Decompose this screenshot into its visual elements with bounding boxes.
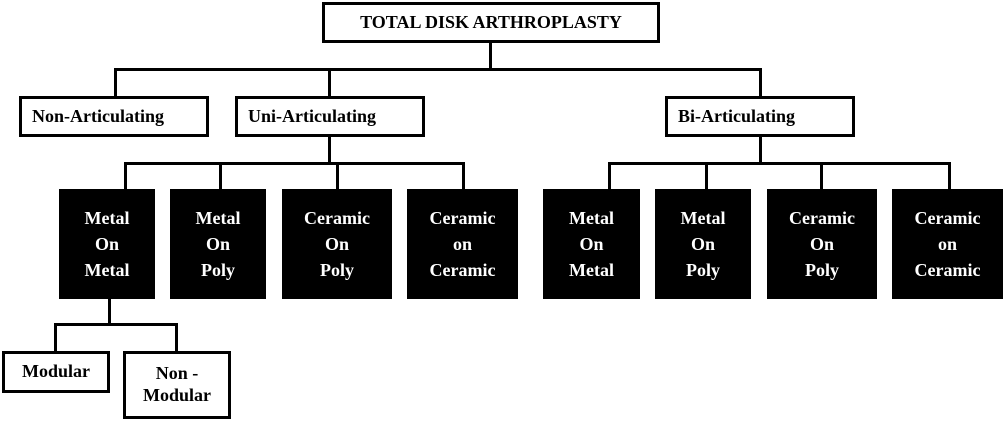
root-node: TOTAL DISK ARTHROPLASTY <box>322 2 660 43</box>
connector <box>108 298 111 326</box>
connector <box>608 162 951 165</box>
uni-ceramic-on-poly-node: Ceramic On Poly <box>282 189 392 299</box>
bi-metal-on-poly-node: Metal On Poly <box>655 189 751 299</box>
connector <box>175 323 178 351</box>
connector <box>114 68 762 71</box>
node-label: Metal On Metal <box>569 208 614 280</box>
bi-ceramic-on-poly-node: Ceramic On Poly <box>767 189 877 299</box>
connector <box>114 68 117 96</box>
node-label: Ceramic on Ceramic <box>429 208 496 280</box>
modular-node: Modular <box>2 351 110 393</box>
node-label: Ceramic on Ceramic <box>914 208 981 280</box>
root-label: TOTAL DISK ARTHROPLASTY <box>360 11 622 32</box>
connector <box>54 323 178 326</box>
node-label: Metal On Poly <box>680 208 726 280</box>
bi-articulating-node: Bi-Articulating <box>665 96 855 137</box>
bi-articulating-label: Bi-Articulating <box>678 105 795 126</box>
connector <box>219 162 222 189</box>
connector <box>820 162 823 189</box>
uni-articulating-node: Uni-Articulating <box>235 96 425 137</box>
connector <box>336 162 339 189</box>
connector <box>759 68 762 96</box>
node-label: Metal On Metal <box>84 208 130 280</box>
connector <box>948 162 951 189</box>
connector <box>608 162 611 189</box>
uni-metal-on-metal-node: Metal On Metal <box>59 189 155 299</box>
connector <box>124 162 127 189</box>
uni-articulating-label: Uni-Articulating <box>248 105 376 126</box>
connector <box>124 162 465 165</box>
node-label: Metal On Poly <box>195 208 241 280</box>
bi-ceramic-on-ceramic-node: Ceramic on Ceramic <box>892 189 1003 299</box>
node-label: Ceramic On Poly <box>304 208 370 280</box>
non-modular-label: Non - Modular <box>142 363 211 405</box>
node-label: Ceramic On Poly <box>789 208 855 280</box>
connector <box>489 42 492 70</box>
connector <box>328 136 331 164</box>
connector <box>54 323 57 351</box>
non-articulating-label: Non-Articulating <box>32 105 164 126</box>
connector <box>328 68 331 96</box>
non-modular-node: Non - Modular <box>123 351 231 419</box>
modular-label: Modular <box>21 361 90 382</box>
bi-metal-on-metal-node: Metal On Metal <box>543 189 640 299</box>
uni-ceramic-on-ceramic-node: Ceramic on Ceramic <box>407 189 518 299</box>
connector <box>705 162 708 189</box>
connector <box>462 162 465 189</box>
connector <box>759 136 762 164</box>
uni-metal-on-poly-node: Metal On Poly <box>170 189 266 299</box>
non-articulating-node: Non-Articulating <box>19 96 209 137</box>
